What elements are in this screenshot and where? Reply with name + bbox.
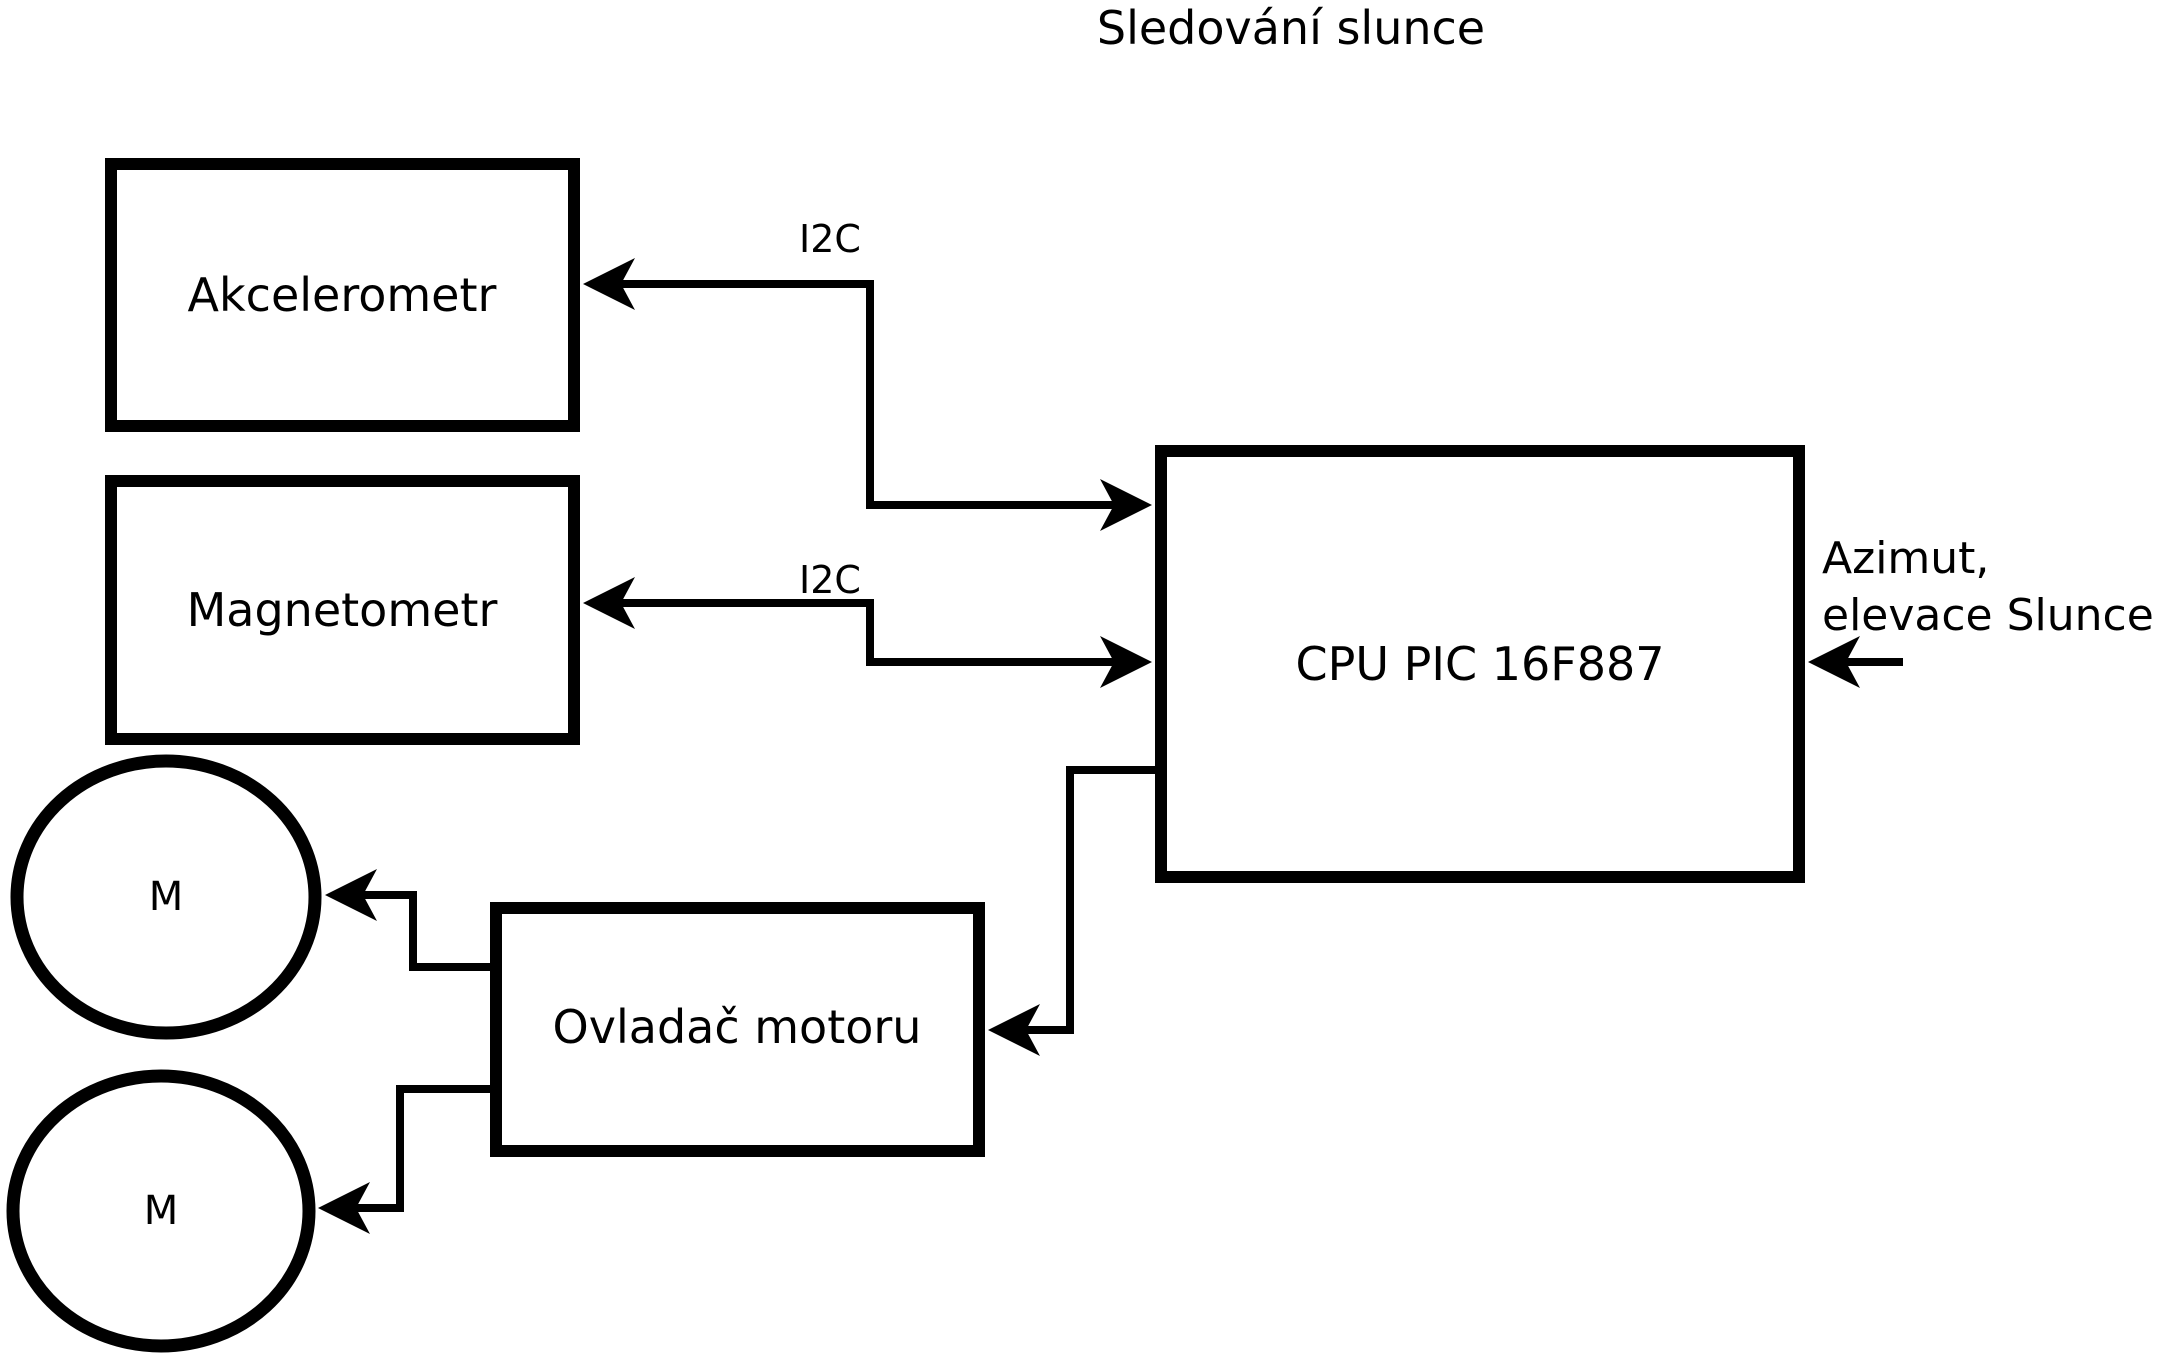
motor-driver-box xyxy=(490,902,985,1157)
arrowhead-into-magnetometr xyxy=(583,577,635,629)
azimut-input-label-line1: Azimut, xyxy=(1822,533,1989,584)
arrowhead-into-motor-bottom xyxy=(318,1182,370,1234)
wire-driver-motor-bottom xyxy=(356,1085,493,1212)
i2c-label-top: I2C xyxy=(799,217,861,261)
arrowhead-azimut-into-cpu xyxy=(1808,636,1860,688)
wire-magnetometr-cpu xyxy=(621,599,1114,666)
magnetometr-box xyxy=(105,475,580,745)
diagram-title: Sledování slunce xyxy=(1097,1,1485,55)
motor-driver-label: Ovladač motoru xyxy=(553,1000,922,1054)
wire-akcelerometr-cpu xyxy=(621,280,1114,509)
motor-top-circle xyxy=(10,754,322,1040)
akcelerometr-box xyxy=(105,158,580,432)
motor-bottom-circle xyxy=(6,1069,316,1353)
akcelerometr-label: Akcelerometr xyxy=(188,268,497,322)
arrowhead-into-motor-driver xyxy=(988,1004,1040,1056)
i2c-label-bottom: I2C xyxy=(799,558,861,602)
arrowhead-magnetometr-into-cpu xyxy=(1100,636,1152,688)
arrowhead-into-motor-top xyxy=(325,869,377,921)
arrowhead-akcelerometr-into-cpu xyxy=(1100,479,1152,531)
wire-cpu-motor-driver xyxy=(1026,766,1158,1034)
arrowhead-into-akcelerometr xyxy=(583,258,635,310)
cpu-box xyxy=(1155,445,1805,883)
magnetometr-label: Magnetometr xyxy=(187,583,498,637)
azimut-input-label-line2: elevace Slunce xyxy=(1822,590,2154,641)
motor-top-label: M xyxy=(149,874,184,920)
wire-driver-motor-top xyxy=(363,891,493,971)
cpu-label: CPU PIC 16F887 xyxy=(1296,637,1665,691)
motor-bottom-label: M xyxy=(144,1188,179,1234)
